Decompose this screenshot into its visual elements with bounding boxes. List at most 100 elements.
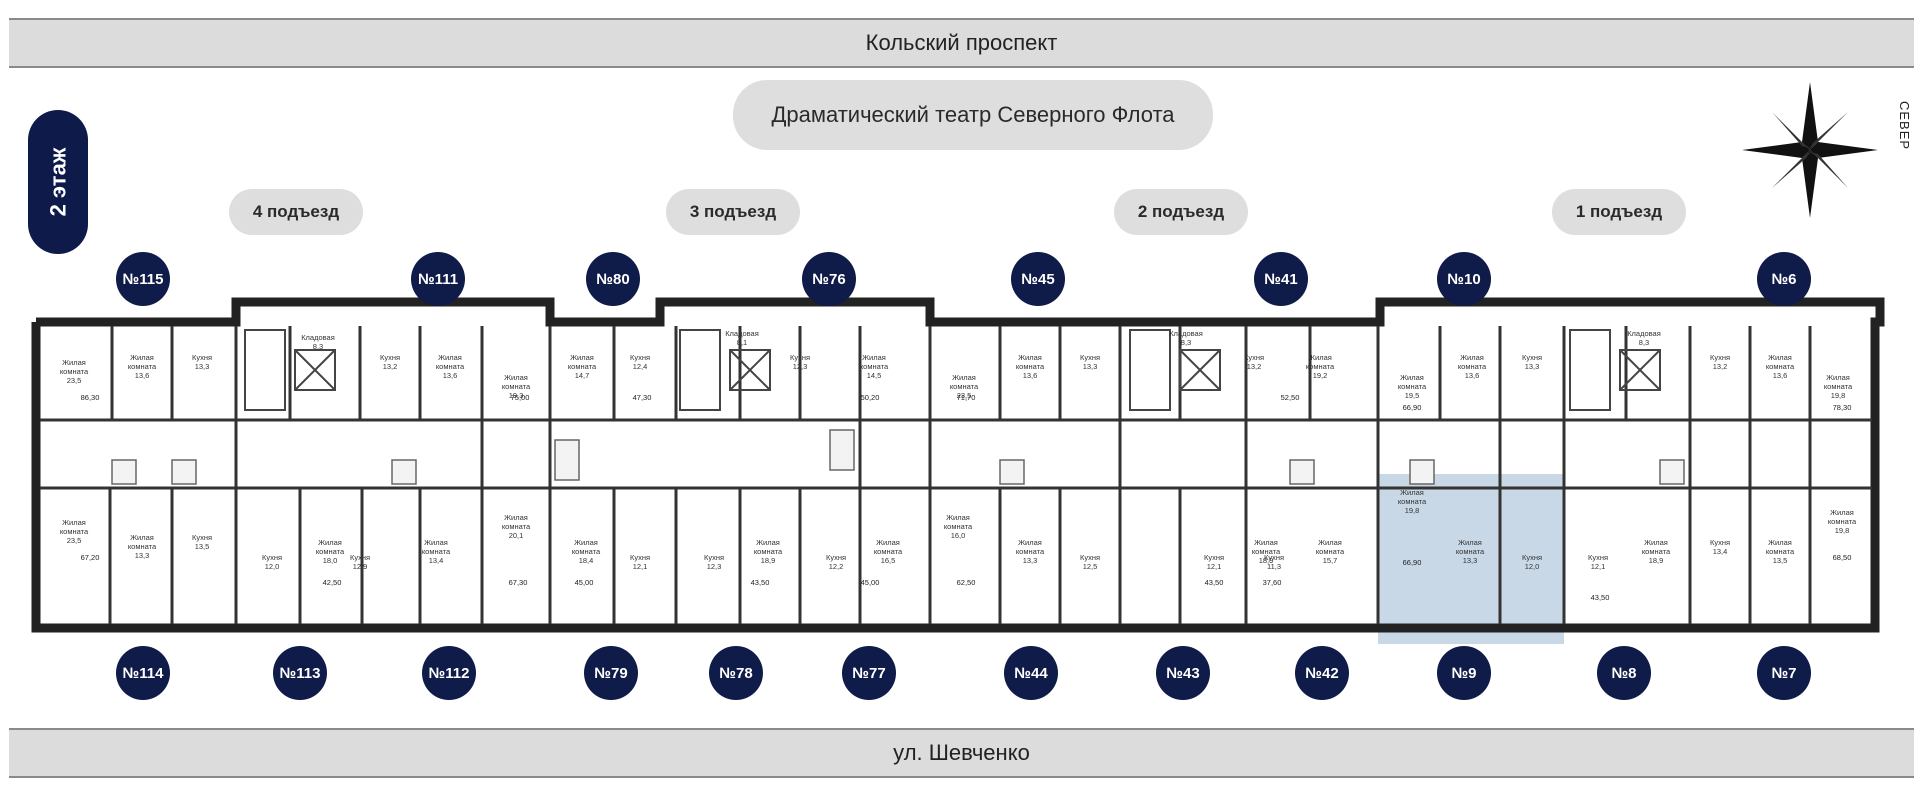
entrance-3[interactable]: 3 подъезд — [666, 189, 800, 235]
area-total: 52,50 — [1281, 393, 1300, 402]
apt-badge-112[interactable]: №112 — [422, 646, 476, 700]
apt-badge-7[interactable]: №7 — [1757, 646, 1811, 700]
apt-badge-45[interactable]: №45 — [1011, 252, 1065, 306]
compass-label: СЕВЕР — [1897, 100, 1913, 151]
apt-badge-9[interactable]: №9 — [1437, 646, 1491, 700]
entrance-4[interactable]: 4 подъезд — [229, 189, 363, 235]
area-total: 37,60 — [1263, 578, 1282, 587]
apt-badge-43[interactable]: №43 — [1156, 646, 1210, 700]
apt-badge-78[interactable]: №78 — [709, 646, 763, 700]
interior-walls — [40, 326, 1872, 624]
area-total: 45,00 — [861, 578, 880, 587]
area-total: 78,30 — [1833, 403, 1852, 412]
apt-badge-8[interactable]: №8 — [1597, 646, 1651, 700]
apartment-9-highlight[interactable] — [1378, 474, 1564, 644]
apt-badge-44[interactable]: №44 — [1004, 646, 1058, 700]
bath-fixtures — [111, 429, 1685, 485]
apt-badge-42[interactable]: №42 — [1295, 646, 1349, 700]
floor-badge: 2 этаж — [28, 110, 88, 254]
apt-badge-113[interactable]: №113 — [273, 646, 327, 700]
apt-badge-6[interactable]: №6 — [1757, 252, 1811, 306]
area-total: 45,00 — [575, 578, 594, 587]
area-total: 43,50 — [1591, 593, 1610, 602]
apt-badge-80[interactable]: №80 — [586, 252, 640, 306]
compass-rose-icon — [1742, 82, 1878, 218]
apt-badge-77[interactable]: №77 — [842, 646, 896, 700]
area-total: 66,90 — [1403, 403, 1422, 412]
entrance-1[interactable]: 1 подъезд — [1552, 189, 1686, 235]
area-total: 50,20 — [861, 393, 880, 402]
area-total: 62,50 — [957, 578, 976, 587]
apt-badge-115[interactable]: №115 — [116, 252, 170, 306]
apt-badge-79[interactable]: №79 — [584, 646, 638, 700]
stair-cores — [244, 329, 1661, 411]
apt-badge-114[interactable]: №114 — [116, 646, 170, 700]
apt-badge-76[interactable]: №76 — [802, 252, 856, 306]
area-total: 86,30 — [81, 393, 100, 402]
area-total: 67,20 — [81, 553, 100, 562]
street-top: Кольский проспект — [9, 18, 1914, 68]
area-total: 71,70 — [957, 393, 976, 402]
apt-badge-10[interactable]: №10 — [1437, 252, 1491, 306]
entrance-2[interactable]: 2 подъезд — [1114, 189, 1248, 235]
apt-badge-41[interactable]: №41 — [1254, 252, 1308, 306]
outer-walls — [31, 297, 1885, 633]
apt-badge-111[interactable]: №111 — [411, 252, 465, 306]
area-total: 75,00 — [511, 393, 530, 402]
street-bottom-label: ул. Шевченко — [893, 740, 1030, 765]
